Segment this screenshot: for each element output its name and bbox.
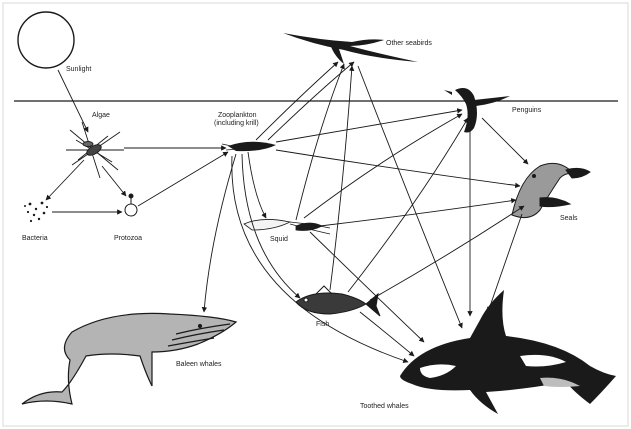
arrow-squid-seabirds bbox=[295, 63, 345, 221]
arrow-squid-seals bbox=[319, 198, 517, 227]
label-baleen-whales: Baleen whales bbox=[176, 361, 222, 368]
arrow-squid-penguins bbox=[303, 113, 463, 219]
label-fish: Fish bbox=[316, 321, 329, 328]
arrow-zoo-toothed bbox=[231, 155, 409, 363]
penguin-icon bbox=[444, 88, 510, 133]
sun-icon bbox=[17, 11, 75, 69]
toothed-whale-icon bbox=[400, 290, 616, 414]
fish-icon bbox=[295, 285, 381, 317]
arrow-zoo-squid bbox=[247, 151, 267, 219]
label-squid: Squid bbox=[270, 236, 288, 243]
arrow-penguins-seals bbox=[481, 117, 529, 165]
feeding-arrows bbox=[45, 61, 529, 363]
arrow-zoo-baleen bbox=[201, 153, 237, 313]
label-sunlight: Sunlight bbox=[66, 66, 91, 73]
label-zooplankton-note: (including krill) bbox=[214, 120, 259, 127]
label-protozoa: Protozoa bbox=[114, 235, 142, 242]
arrow-algae-bacteria bbox=[45, 159, 85, 201]
label-other-seabirds: Other seabirds bbox=[386, 40, 432, 47]
arrow-fish-toothed bbox=[359, 311, 415, 357]
arrow-zoo-fish bbox=[241, 153, 301, 299]
arrow-zoo-seals bbox=[275, 149, 521, 189]
label-seals: Seals bbox=[560, 215, 578, 222]
arrow-fish-seals bbox=[369, 205, 525, 301]
seabird-icon bbox=[283, 33, 418, 64]
arrow-seals-toothed bbox=[487, 213, 523, 313]
arrow-protozoa-zooplankton bbox=[137, 151, 229, 207]
baleen-whale-icon bbox=[21, 312, 238, 405]
zooplankton-icon bbox=[221, 141, 276, 152]
label-algae: Algae bbox=[92, 112, 110, 119]
arrow-fish-seabirds bbox=[329, 65, 355, 291]
algae-icon bbox=[66, 121, 124, 179]
label-bacteria: Bacteria bbox=[22, 235, 48, 242]
label-zooplankton: Zooplankton bbox=[218, 112, 257, 119]
label-penguins: Penguins bbox=[512, 107, 542, 114]
arrow-zoo-seabirds-2 bbox=[267, 61, 355, 141]
arrow-seabirds-toothed bbox=[357, 65, 463, 329]
seal-icon bbox=[511, 162, 591, 219]
arrow-sun-algae bbox=[57, 69, 89, 133]
arrow-fish-penguins bbox=[347, 117, 469, 293]
bacteria-icon bbox=[24, 201, 49, 223]
arrow-algae-protozoa bbox=[101, 165, 127, 197]
arrow-zoo-penguins bbox=[275, 108, 463, 143]
arrow-zoo-seabirds bbox=[255, 61, 339, 141]
label-toothed-whales: Toothed whales bbox=[360, 403, 409, 410]
protozoa-icon bbox=[124, 193, 138, 217]
arrow-squid-toothed bbox=[309, 231, 425, 343]
